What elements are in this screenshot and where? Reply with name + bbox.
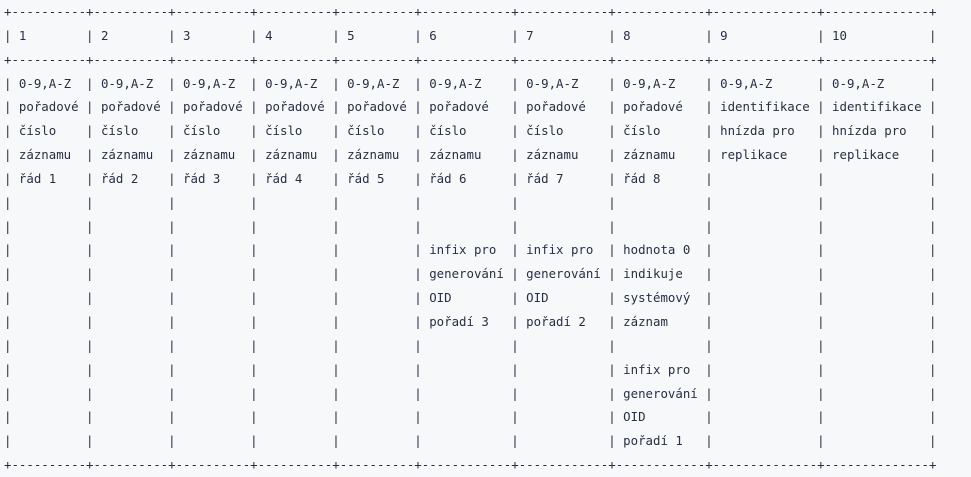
ascii-line: | | | | | | OID | OID | systémový | | | (4, 290, 937, 306)
ascii-line: | | | | | | | | OID | | | (4, 409, 937, 425)
ascii-line: | | | | | | infix pro | infix pro | hodn… (4, 242, 937, 258)
ascii-line: | | | | | | | | | | | (4, 337, 937, 353)
ascii-line-border-mid: +----------+----------+----------+------… (4, 51, 937, 67)
ascii-line: | | | | | | | | infix pro | | | (4, 361, 937, 377)
ascii-line: | | | | | | generování | generování | in… (4, 266, 937, 282)
ascii-line: | pořadové | pořadové | pořadové | pořad… (4, 99, 937, 115)
ascii-line: | | | | | | | | | | | (4, 194, 937, 210)
ascii-line-border-top: +----------+----------+----------+------… (4, 4, 937, 19)
ascii-line: | záznamu | záznamu | záznamu | záznamu … (4, 147, 937, 163)
ascii-line-header: | 1 | 2 | 3 | 4 | 5 | 6 | 7 | 8 | 9 | 10… (4, 27, 937, 43)
ascii-line: | číslo | číslo | číslo | číslo | číslo … (4, 123, 937, 139)
ascii-line: | | | | | | | | generování | | | (4, 385, 937, 401)
ascii-line: | 0-9,A-Z | 0-9,A-Z | 0-9,A-Z | 0-9,A-Z … (4, 75, 937, 91)
ascii-line: | | | | | | | | | | | (4, 218, 937, 234)
ascii-line: | řád 1 | řád 2 | řád 3 | řád 4 | řád 5 … (4, 170, 937, 186)
ascii-line-border-bottom: +----------+----------+----------+------… (4, 457, 937, 473)
ascii-line: | | | | | | pořadí 3 | pořadí 2 | záznam… (4, 313, 937, 329)
ascii-line: | | | | | | | | pořadí 1 | | | (4, 433, 937, 449)
